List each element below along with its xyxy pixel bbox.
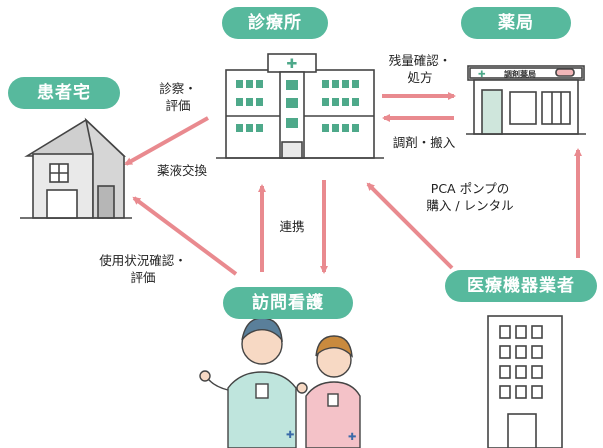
vendor-building [487, 315, 563, 448]
node-clinic: 診療所 [222, 7, 328, 39]
arrow-vendor-to-clinic [366, 182, 454, 270]
arrow-nurse-to-home [132, 196, 238, 276]
node-patient-home: 患者宅 [8, 77, 120, 109]
pharmacy-sign: 調剤薬局 [504, 69, 536, 79]
label-medicine-exchange: 薬液交換 [156, 163, 207, 178]
label-clinic-to-home: 診察・ 評価 [159, 81, 197, 113]
node-medical-device-vendor: 医療機器業者 [445, 270, 597, 302]
nurses-illustration: ✚ ✚ [199, 317, 361, 448]
label-nurse-to-home: 使用状況確認・ 評価 [99, 253, 187, 285]
arrow-clinic-to-home [124, 116, 209, 166]
node-pharmacy: 薬局 [461, 7, 571, 39]
svg-text:✚: ✚ [286, 430, 294, 441]
label-clinic-to-pharmacy: 残量確認・ 処方 [388, 53, 452, 85]
svg-text:✚: ✚ [287, 57, 298, 72]
arrows [124, 92, 582, 276]
svg-text:✚: ✚ [348, 432, 356, 443]
node-visiting-nurse: 訪問看護 [223, 287, 353, 319]
house-illustration [20, 117, 132, 219]
label-collaboration: 連携 [279, 219, 305, 234]
label-pharmacy-to-clinic: 調剤・搬入 [392, 135, 456, 150]
svg-text:✚: ✚ [478, 70, 486, 80]
label-vendor-to-clinic: PCA ポンプの 購入 / レンタル [426, 181, 514, 213]
pharmacy-building: ✚ [466, 65, 586, 135]
clinic-building: ✚ [216, 53, 384, 159]
